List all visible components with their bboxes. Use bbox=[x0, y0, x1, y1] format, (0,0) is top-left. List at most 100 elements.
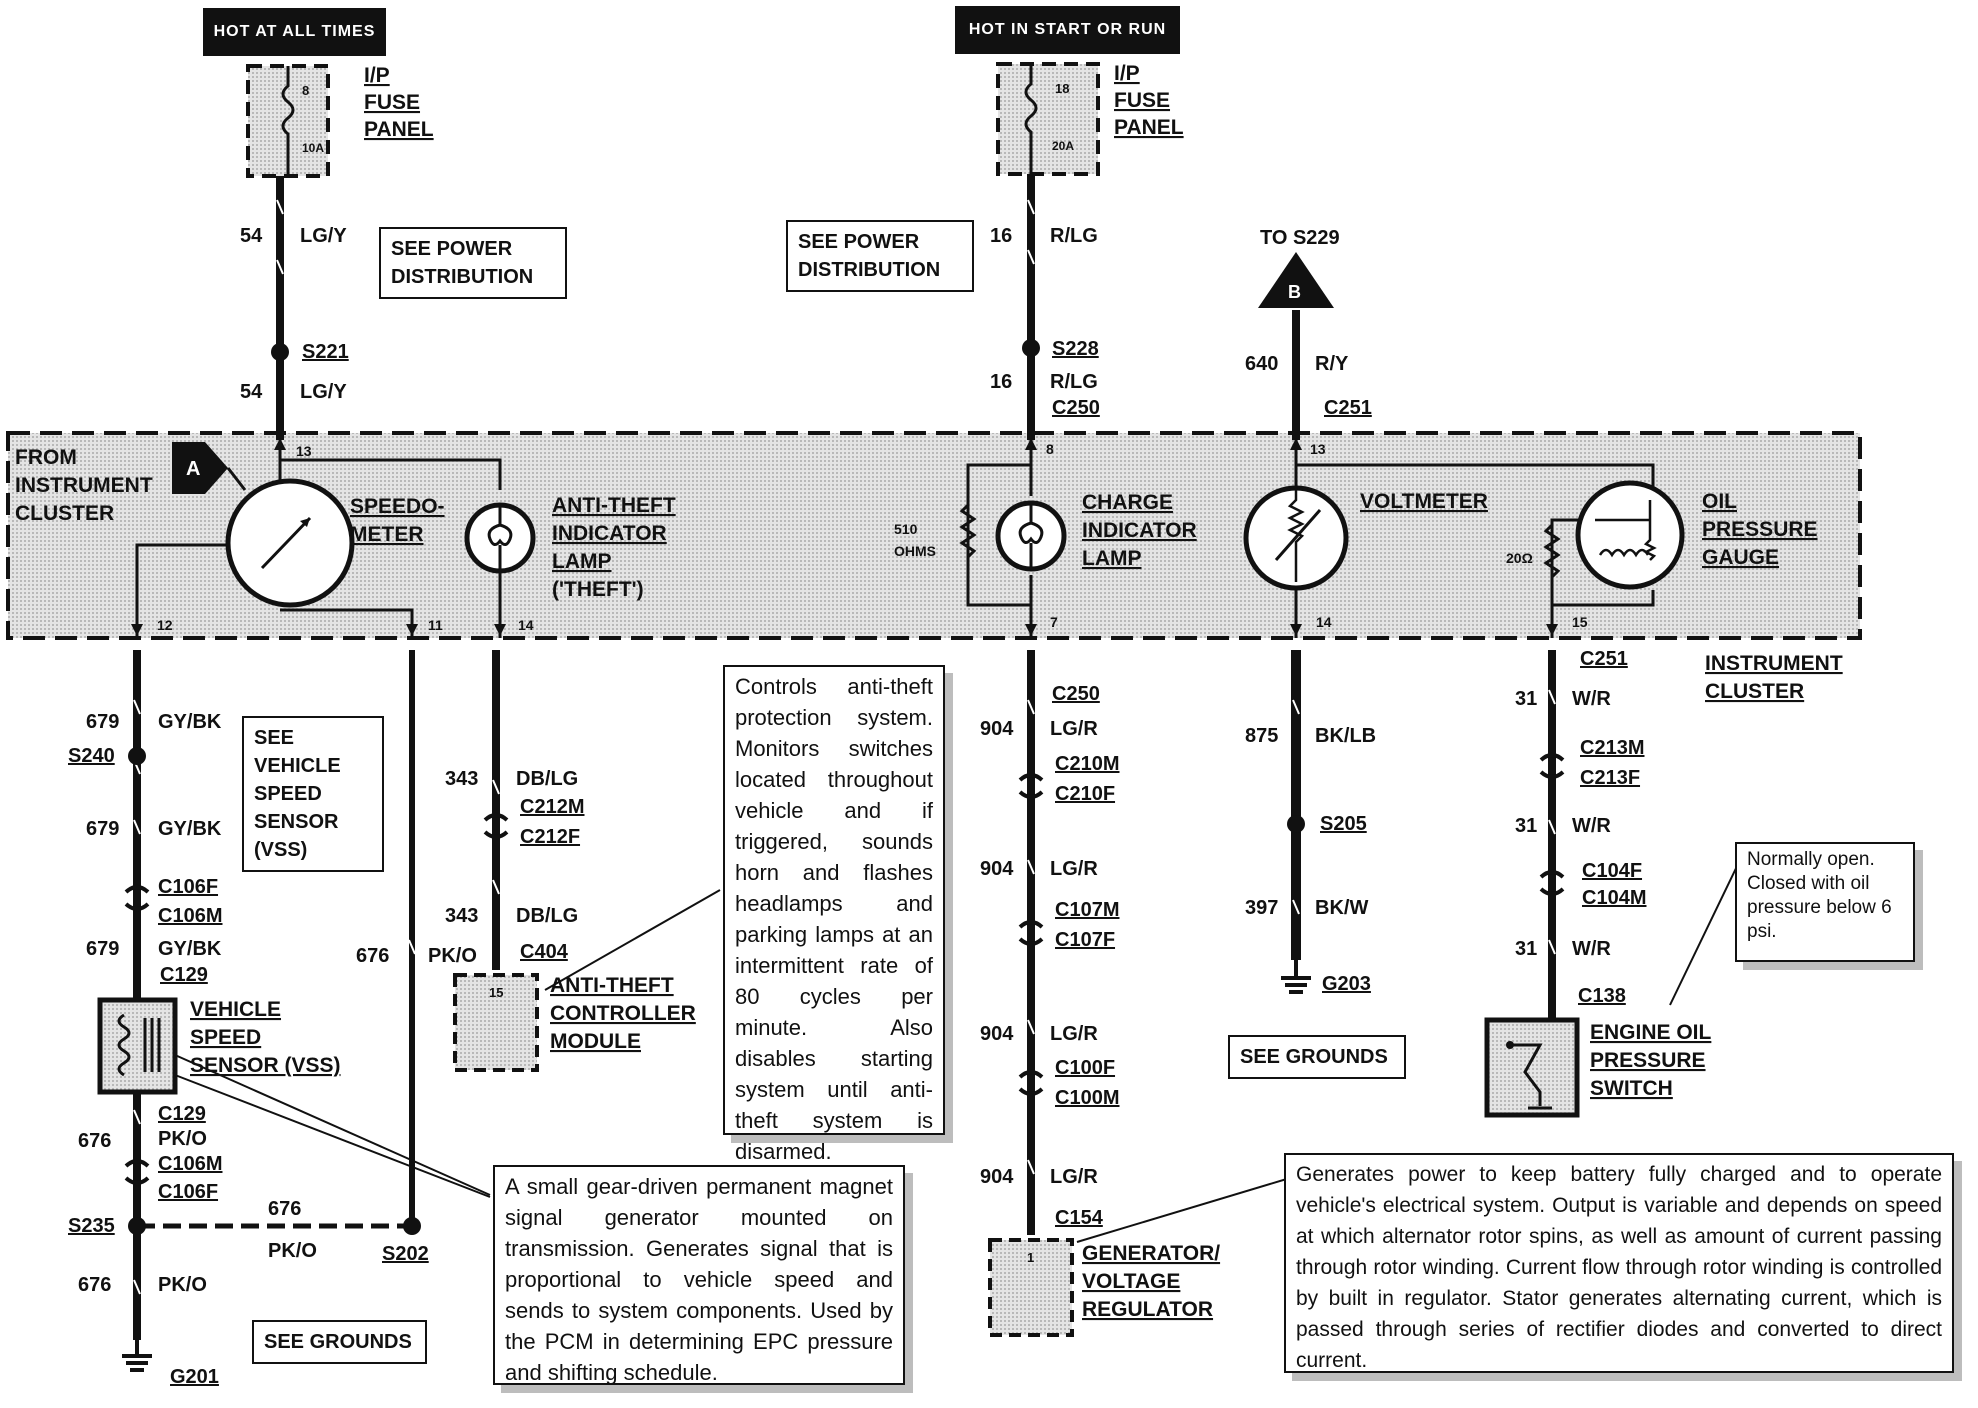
hot-at-all-times-tag: HOT AT ALL TIMES bbox=[203, 8, 386, 56]
wire-54b-color: LG/Y bbox=[300, 381, 347, 403]
anti-theft-lamp-icon bbox=[464, 502, 536, 574]
wire-679b-circuit: 679 bbox=[86, 818, 119, 840]
ground-g203-icon bbox=[1281, 960, 1311, 994]
pin-8-charge: 8 bbox=[1046, 441, 1054, 457]
wire-676c-circuit: 676 bbox=[268, 1198, 301, 1220]
wire-31a-color: W/R bbox=[1572, 688, 1611, 710]
wire-343a-circuit: 343 bbox=[445, 768, 478, 790]
generator-box bbox=[988, 1238, 1074, 1337]
fuse-left-number: 8 bbox=[302, 83, 309, 98]
resistor-20-value: 20Ω bbox=[1506, 550, 1533, 566]
fuse-left-label-3: PANEL bbox=[364, 118, 434, 141]
wire-679c-circuit: 679 bbox=[86, 938, 119, 960]
splice-s202: S202 bbox=[382, 1243, 429, 1265]
pin-12: 12 bbox=[157, 617, 173, 633]
anti-theft-module-label-3: MODULE bbox=[550, 1030, 641, 1053]
hot-in-start-or-run-tag: HOT IN START OR RUN bbox=[955, 6, 1180, 54]
generator-label-2: VOLTAGE bbox=[1082, 1270, 1180, 1293]
connector-c250-bottom: C250 bbox=[1052, 683, 1100, 705]
speedometer-gauge bbox=[225, 478, 355, 608]
fuse-left-label-2: FUSE bbox=[364, 91, 420, 114]
wire-676c-color: PK/O bbox=[268, 1240, 317, 1262]
connector-c250-top: C250 bbox=[1052, 397, 1100, 419]
anti-theft-lamp-label-4: ('THEFT') bbox=[552, 578, 644, 601]
connector-c129-b: C129 bbox=[158, 1103, 206, 1125]
wire-31a-circuit: 31 bbox=[1515, 688, 1537, 710]
connector-c107m: C107M bbox=[1055, 899, 1119, 921]
oil-switch-label-3: SWITCH bbox=[1590, 1077, 1673, 1100]
wire-679a-circuit: 679 bbox=[86, 711, 119, 733]
vss-ref-line-2: VEHICLE bbox=[254, 755, 341, 777]
arrow-b-label: B bbox=[1288, 282, 1301, 302]
vss-label-1: VEHICLE bbox=[190, 998, 281, 1021]
wire-640-circuit: 640 bbox=[1245, 353, 1278, 375]
from-cluster-line-3: CLUSTER bbox=[15, 502, 114, 525]
anti-theft-module-label-2: CONTROLLER bbox=[550, 1002, 696, 1025]
see-grounds-left: SEE GROUNDS bbox=[252, 1320, 427, 1364]
ground-g201-icon bbox=[122, 1340, 152, 1372]
connection-b-arrow: B bbox=[1258, 252, 1334, 308]
anti-theft-module-pin: 15 bbox=[489, 985, 503, 1000]
wire-640-color: R/Y bbox=[1315, 353, 1349, 375]
oil-pressure-gauge bbox=[1575, 480, 1685, 590]
oil-switch-note: Normally open. Closed with oil pressure … bbox=[1735, 842, 1915, 962]
pin-11: 11 bbox=[428, 617, 443, 633]
wire-875-circuit: 875 bbox=[1245, 725, 1278, 747]
resistor-20-icon bbox=[1543, 523, 1561, 579]
connector-c106f-b: C106F bbox=[158, 1181, 218, 1203]
connector-c107f: C107F bbox=[1055, 929, 1115, 951]
connector-c404: C404 bbox=[520, 941, 569, 963]
splice-s221: S221 bbox=[302, 341, 349, 363]
wire-31c-color: W/R bbox=[1572, 938, 1611, 960]
wire-904d-color: LG/R bbox=[1050, 1166, 1098, 1188]
vss-ref-line-1: SEE bbox=[254, 727, 295, 749]
connector-c251-top: C251 bbox=[1324, 397, 1372, 419]
wire-54a-color: LG/Y bbox=[300, 225, 347, 247]
callout-lines bbox=[174, 859, 1741, 1243]
wire-676b-color: PK/O bbox=[158, 1274, 207, 1296]
speedometer-label-1: SPEEDO- bbox=[350, 495, 445, 518]
fuse-right-label-2: FUSE bbox=[1114, 89, 1170, 112]
fuse-left: 8 10A I/P FUSE PANEL bbox=[246, 64, 434, 178]
wire-343b-color: DB/LG bbox=[516, 905, 578, 927]
oil-gauge-label-2: PRESSURE bbox=[1702, 518, 1818, 541]
fuse-right-rating: 20A bbox=[1052, 139, 1074, 153]
generator-note: Generates power to keep battery fully ch… bbox=[1284, 1153, 1954, 1373]
connector-c251-bottom: C251 bbox=[1580, 648, 1628, 670]
from-cluster-line-1: FROM bbox=[15, 446, 77, 469]
see-vss-box: SEE VEHICLE SPEED SENSOR (VSS) bbox=[242, 716, 384, 872]
instrument-cluster-label-2: CLUSTER bbox=[1705, 680, 1804, 703]
speedometer-label-2: METER bbox=[350, 523, 424, 546]
wire-904b-circuit: 904 bbox=[980, 858, 1014, 880]
connector-c213m: C213M bbox=[1580, 737, 1644, 759]
wire-16a-color: R/LG bbox=[1050, 225, 1098, 247]
connector-c106m-a: C106M bbox=[158, 905, 222, 927]
oil-switch-label-2: PRESSURE bbox=[1590, 1049, 1706, 1072]
connector-c106m-b: C106M bbox=[158, 1153, 222, 1175]
splice-points bbox=[128, 339, 1305, 1235]
connector-c154: C154 bbox=[1055, 1207, 1104, 1229]
connector-c100f: C100F bbox=[1055, 1057, 1115, 1079]
wire-904c-color: LG/R bbox=[1050, 1023, 1098, 1045]
pin-13-voltmeter: 13 bbox=[1310, 441, 1326, 457]
wire-679b-color: GY/BK bbox=[158, 818, 222, 840]
charge-lamp-label-2: INDICATOR bbox=[1082, 519, 1197, 542]
oil-gauge-label-1: OIL bbox=[1702, 490, 1737, 513]
power-dist-left-line-2: DISTRIBUTION bbox=[391, 266, 534, 288]
charge-lamp-label-3: LAMP bbox=[1082, 547, 1142, 570]
wire-904d-circuit: 904 bbox=[980, 1166, 1014, 1188]
connection-a-arrow: A bbox=[172, 442, 247, 494]
cluster-arrows bbox=[131, 438, 1558, 636]
connector-c106f-a: C106F bbox=[158, 876, 218, 898]
generator-pin: 1 bbox=[1027, 1250, 1034, 1265]
wire-676d-color: PK/O bbox=[428, 945, 477, 967]
oil-gauge-label-3: GAUGE bbox=[1702, 546, 1779, 569]
vss-ref-line-5: (VSS) bbox=[254, 839, 308, 861]
pin-14-voltmeter: 14 bbox=[1316, 614, 1332, 630]
wire-904c-circuit: 904 bbox=[980, 1023, 1014, 1045]
splice-s205: S205 bbox=[1320, 813, 1367, 835]
connector-c129-a: C129 bbox=[160, 964, 208, 986]
wire-676d-circuit: 676 bbox=[356, 945, 389, 967]
wire-397-color: BK/W bbox=[1315, 897, 1368, 919]
